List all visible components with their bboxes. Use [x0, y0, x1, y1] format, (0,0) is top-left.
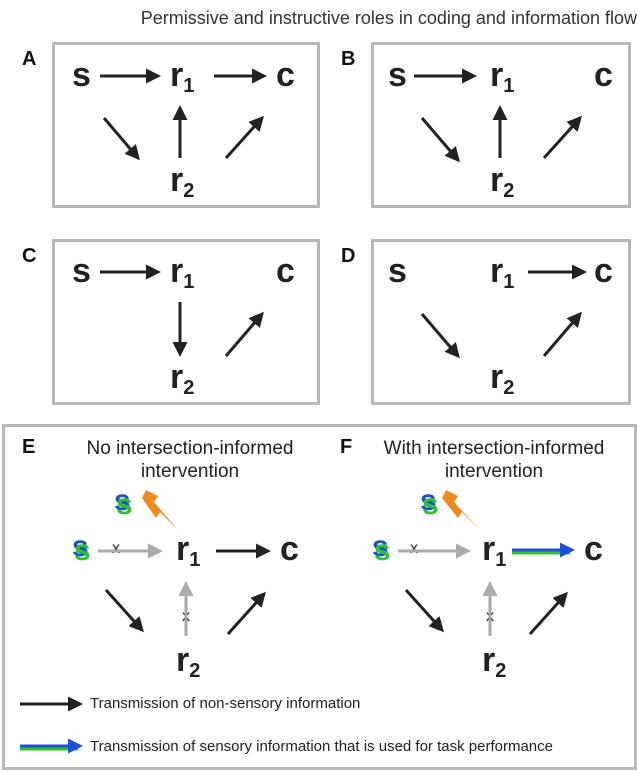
e-lightning-icon	[142, 490, 178, 530]
e-sensory-s-left: s s	[72, 530, 91, 567]
a-node-c: c	[276, 56, 295, 94]
panel-e-caption: No intersection-informed intervention	[86, 438, 294, 482]
panel-letter-a: A	[22, 48, 37, 70]
panel-d-box	[371, 239, 631, 405]
f-sensory-s-left: s s	[372, 530, 391, 567]
e-block-x-horizontal: x	[112, 540, 120, 557]
b-node-s: s	[388, 56, 407, 94]
e-node-c: c	[280, 530, 299, 568]
f-lightning-icon	[442, 490, 480, 530]
b-arrow-s-r2	[420, 117, 460, 163]
panel-c-box	[52, 239, 320, 405]
e-arrow-r2-c	[226, 591, 267, 636]
b-node-r2: r2	[490, 161, 515, 202]
panel-a-box	[52, 42, 320, 208]
panel-letter-b: B	[341, 48, 356, 70]
panel-letter-c: C	[22, 245, 37, 267]
d-arrow-r2-c	[542, 311, 582, 357]
f-node-r2: r2	[482, 641, 507, 682]
c-arrow-r2-c	[224, 311, 264, 357]
a-arrow-r2-c	[224, 115, 265, 160]
e-sensory-s-top: s s	[114, 484, 133, 521]
a-node-r1: r1	[170, 56, 195, 97]
f-node-c: c	[584, 530, 603, 568]
panel-letter-d: D	[341, 245, 356, 267]
legend-colored-label: Transmission of sensory information that…	[90, 738, 553, 755]
f-block-x-horizontal: x	[410, 540, 418, 557]
a-arrow-s-r2	[102, 117, 140, 161]
c-node-s: s	[72, 252, 91, 290]
a-node-s: s	[72, 56, 91, 94]
legend-black-label: Transmission of non-sensory information	[90, 695, 361, 712]
panel-letter-e: E	[22, 436, 36, 458]
d-node-s: s	[388, 252, 407, 290]
e-node-r1: r1	[176, 530, 201, 571]
figure-title: Permissive and instructive roles in codi…	[140, 8, 637, 28]
panel-ef-box	[2, 424, 637, 770]
c-node-r1: r1	[170, 252, 195, 293]
panel-f-caption: With intersection-informed intervention	[383, 438, 605, 482]
e-node-r2: r2	[176, 641, 201, 682]
a-node-r2: r2	[170, 161, 195, 202]
d-node-c: c	[594, 252, 613, 290]
f-node-r1: r1	[482, 530, 507, 571]
b-arrow-r2-c	[542, 115, 583, 160]
b-node-c: c	[594, 56, 613, 94]
b-node-r1: r1	[490, 56, 515, 97]
f-arrow-s-r2	[404, 588, 445, 633]
f-arrow-r2-c	[528, 591, 569, 636]
d-node-r2: r2	[490, 358, 515, 399]
c-node-c: c	[276, 252, 295, 290]
d-node-r1: r1	[490, 252, 515, 293]
c-node-r2: r2	[170, 358, 195, 399]
panel-letter-f: F	[340, 436, 353, 458]
f-sensory-s-top: s s	[420, 484, 439, 521]
panel-b-box	[371, 42, 631, 208]
d-arrow-s-r2	[420, 313, 460, 359]
e-arrow-s-r2	[104, 588, 145, 633]
